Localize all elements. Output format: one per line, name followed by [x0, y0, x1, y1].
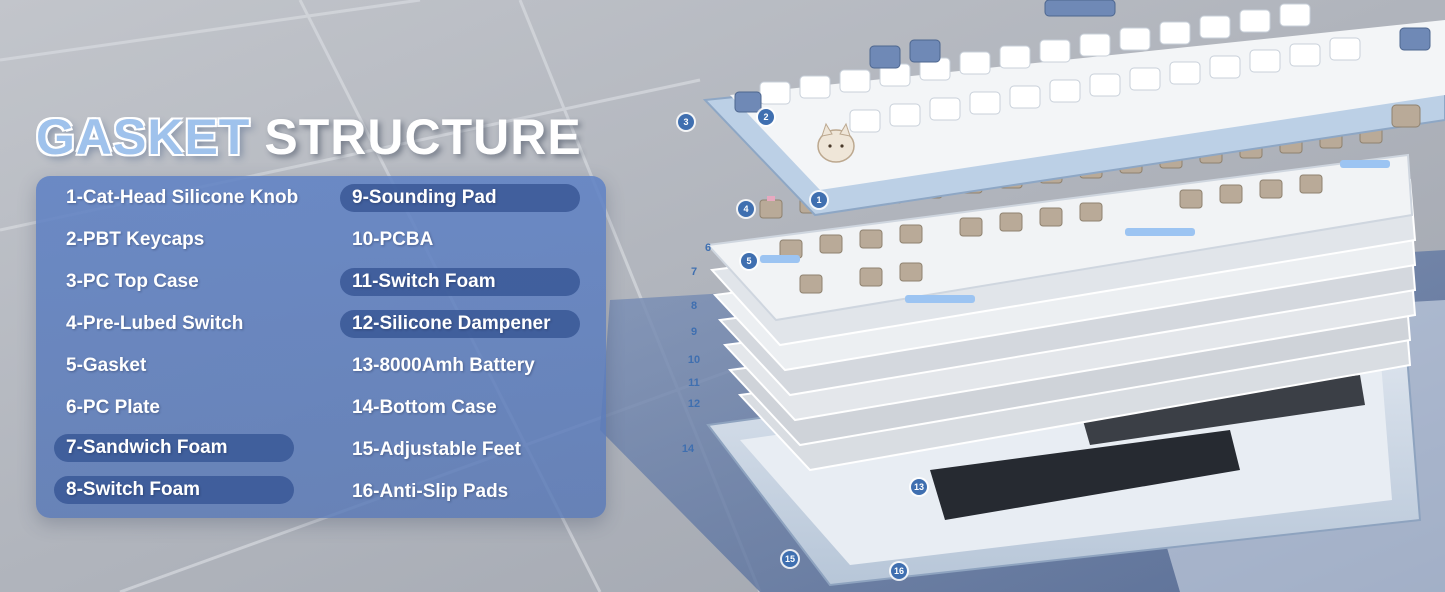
callout-14: 14: [681, 443, 695, 455]
callout-13: 13: [911, 479, 927, 495]
callout-7: 7: [690, 266, 698, 278]
component-3: 3-PC Top Case: [66, 271, 199, 292]
callout-12: 12: [687, 398, 701, 410]
title-gasket: GASKET: [36, 109, 251, 165]
component-1: 1-Cat-Head Silicone Knob: [66, 187, 299, 208]
callout-3: 3: [678, 114, 694, 130]
component-10: 10-PCBA: [352, 229, 434, 250]
component-6: 6-PC Plate: [66, 397, 160, 418]
callout-16: 16: [891, 563, 907, 579]
callout-5: 5: [741, 253, 757, 269]
component-15: 15-Adjustable Feet: [352, 439, 521, 460]
battery-block-2: [1080, 375, 1365, 445]
component-14: 14-Bottom Case: [352, 397, 497, 418]
component-12: 12-Silicone Dampener: [340, 310, 580, 338]
callout-8: 8: [690, 300, 698, 312]
callout-4: 4: [738, 201, 754, 217]
title-structure: STRUCTURE: [264, 109, 582, 165]
callout-6: 6: [704, 242, 712, 254]
component-8: 8-Switch Foam: [54, 476, 294, 504]
cat-knob-shape: [817, 129, 855, 163]
component-7: 7-Sandwich Foam: [54, 434, 294, 462]
callout-1: 1: [811, 192, 827, 208]
component-9: 9-Sounding Pad: [340, 184, 580, 212]
component-13: 13-8000Amh Battery: [352, 355, 535, 376]
callout-11: 11: [688, 377, 700, 389]
component-4: 4-Pre-Lubed Switch: [66, 313, 244, 334]
component-2: 2-PBT Keycaps: [66, 229, 205, 250]
callout-10: 10: [687, 354, 701, 366]
loose-switch: [1391, 104, 1421, 128]
component-11: 11-Switch Foam: [340, 268, 580, 296]
callout-15: 15: [782, 551, 798, 567]
callout-9: 9: [690, 326, 698, 338]
callout-2: 2: [758, 109, 774, 125]
accent-keycaps: [734, 0, 1431, 113]
battery-block: [930, 430, 1240, 520]
component-16: 16-Anti-Slip Pads: [352, 481, 509, 502]
component-5: 5-Gasket: [66, 355, 147, 376]
